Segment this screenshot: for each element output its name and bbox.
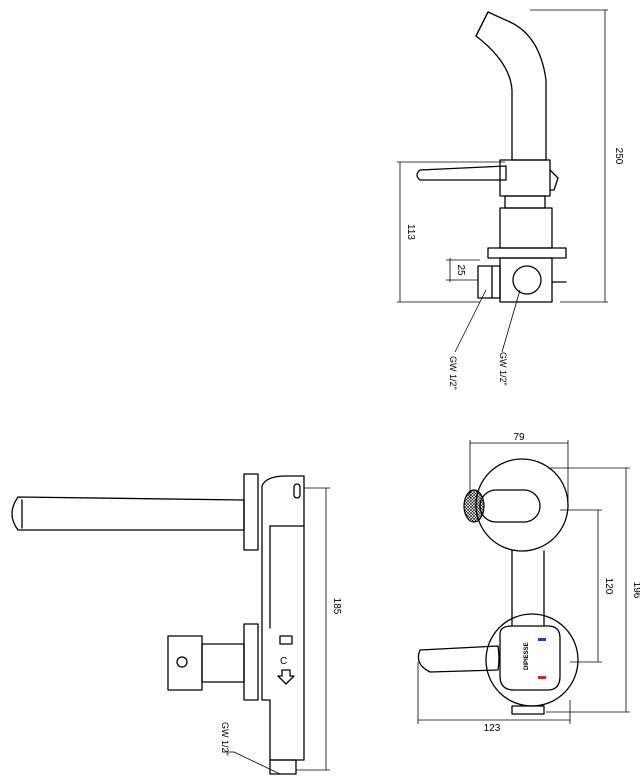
cold-indicator (538, 638, 546, 641)
wall-side-view: C 185 GW 1/2" (11, 473, 342, 775)
bottom-connector (269, 759, 297, 775)
upper-wall-flange (243, 473, 259, 551)
flow-arrow-icon (277, 669, 295, 685)
cartridge-stem (499, 207, 553, 249)
body-side-knob (549, 169, 559, 191)
side-elevation-view: 250 113 25 GW 1/2" GW 1/2" (397, 9, 624, 390)
brand-logo: DIPIESSE (524, 642, 530, 670)
mixer-body (499, 159, 551, 197)
hot-indicator (538, 676, 546, 679)
dimension-123: 123 (484, 723, 501, 734)
front-view: DIPIESSE 79 120 196 123 (417, 432, 640, 734)
dimension-113: 113 (405, 224, 416, 240)
spout-outline (475, 11, 547, 161)
leader-line-right (501, 289, 521, 353)
leader-line-left (454, 289, 487, 353)
handle-lever (416, 165, 507, 181)
cartridge-collar (504, 195, 546, 209)
handle-block (167, 635, 203, 691)
upper-rosette (475, 458, 569, 552)
top-cap (293, 483, 301, 499)
inlet-connector (477, 265, 501, 299)
dimension-250: 250 (613, 148, 624, 165)
concealed-body (261, 475, 305, 761)
aerator-mesh (463, 489, 485, 523)
connection-label-left: GW 1/2" (448, 356, 458, 390)
valve-box (499, 257, 553, 303)
connection-label-bottom: GW 1/2" (220, 722, 230, 756)
connection-label-right: GW 1/2" (498, 352, 508, 386)
spout-front (479, 489, 541, 523)
spout-outlet (475, 11, 489, 37)
front-lever (417, 645, 500, 673)
handle-cap (499, 625, 561, 691)
dimension-185: 185 (331, 598, 342, 615)
handle-neck (201, 643, 245, 683)
dimension-25: 25 (455, 264, 466, 276)
dimension-120: 120 (603, 578, 614, 595)
valve-port-circle (512, 265, 542, 295)
lower-wall-flange (243, 623, 259, 701)
dimension-196: 196 (631, 582, 640, 599)
wall-spout (11, 496, 245, 531)
wall-flange (487, 247, 567, 259)
dimension-79: 79 (513, 432, 525, 443)
flow-marker-c: C (280, 656, 287, 667)
